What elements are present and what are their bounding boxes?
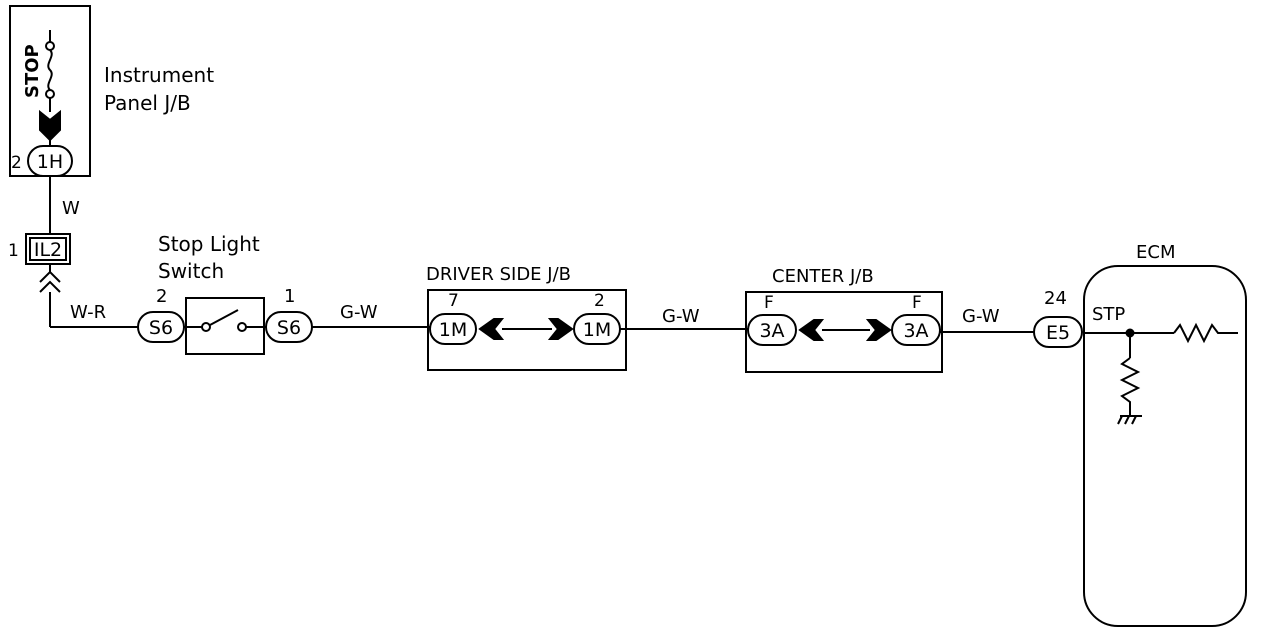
connector-s6-out-label: S6 [277,317,301,339]
fuse-terminal-top [45,41,55,51]
driver-side-jb-title: DRIVER SIDE J/B [426,264,571,285]
connector-3a-out-label: 3A [903,320,928,342]
connector-3a-in-label: 3A [759,320,784,342]
wire-g-w-label-1: G-W [340,302,378,323]
junction-arrow-left-icon-2 [798,319,825,341]
wire-w-label: W [62,198,80,219]
connector-e5-oval [1033,316,1083,348]
connector-s6-out-pin: 1 [284,286,295,307]
connector-e5-label: E5 [1046,322,1070,344]
connector-1h-pin: 2 [11,153,22,173]
instrument-panel-label-1: Instrument [104,63,214,87]
connector-e5-pin: 24 [1044,288,1067,309]
connector-s6-in-pin: 2 [156,286,167,307]
connector-il2-pin: 1 [8,241,19,261]
stop-light-switch-label-1: Stop Light [158,232,260,256]
switch-blade-icon [209,309,239,326]
resistor-horizontal-icon [1173,322,1238,344]
wire-g-w-label-3: G-W [962,306,1000,327]
wire-g-w-label-2: G-W [662,306,700,327]
center-jb-title: CENTER J/B [772,266,874,287]
connector-1m-out-pin: 2 [594,291,605,311]
junction-arrow-right-icon-2 [865,319,892,341]
connector-3a-in-oval [747,314,797,346]
ecm-box [1083,265,1247,627]
connector-1m-out-label: 1M [583,319,611,341]
connector-3a-out-pin: F [912,293,922,313]
connector-1m-in-label: 1M [439,319,467,341]
connector-1m-in-oval [429,313,477,345]
wire-w-r-label: W-R [70,302,106,323]
junction-arrow-right-icon [547,318,574,340]
fuse-label: STOP [22,44,43,98]
connector-il2-label: IL2 [34,239,62,261]
instrument-panel-label-2: Panel J/B [104,91,191,115]
connector-s6-in-label: S6 [149,317,173,339]
connector-3a-out-oval [891,314,941,346]
ecm-stp-terminal-label: STP [1092,304,1125,325]
connector-chevron-icon [39,270,61,293]
connector-1m-in-pin: 7 [448,291,459,311]
stop-light-switch-label-2: Switch [158,259,224,283]
fuse-icon [47,49,53,91]
fuse-terminal-bottom [45,89,55,99]
ecm-title: ECM [1136,242,1175,263]
junction-arrow-icon [39,109,61,142]
junction-arrow-left-icon [478,318,505,340]
connector-3a-in-pin: F [764,293,774,313]
resistor-vertical-icon [1119,357,1141,416]
connector-1h-label: 1H [37,151,63,173]
